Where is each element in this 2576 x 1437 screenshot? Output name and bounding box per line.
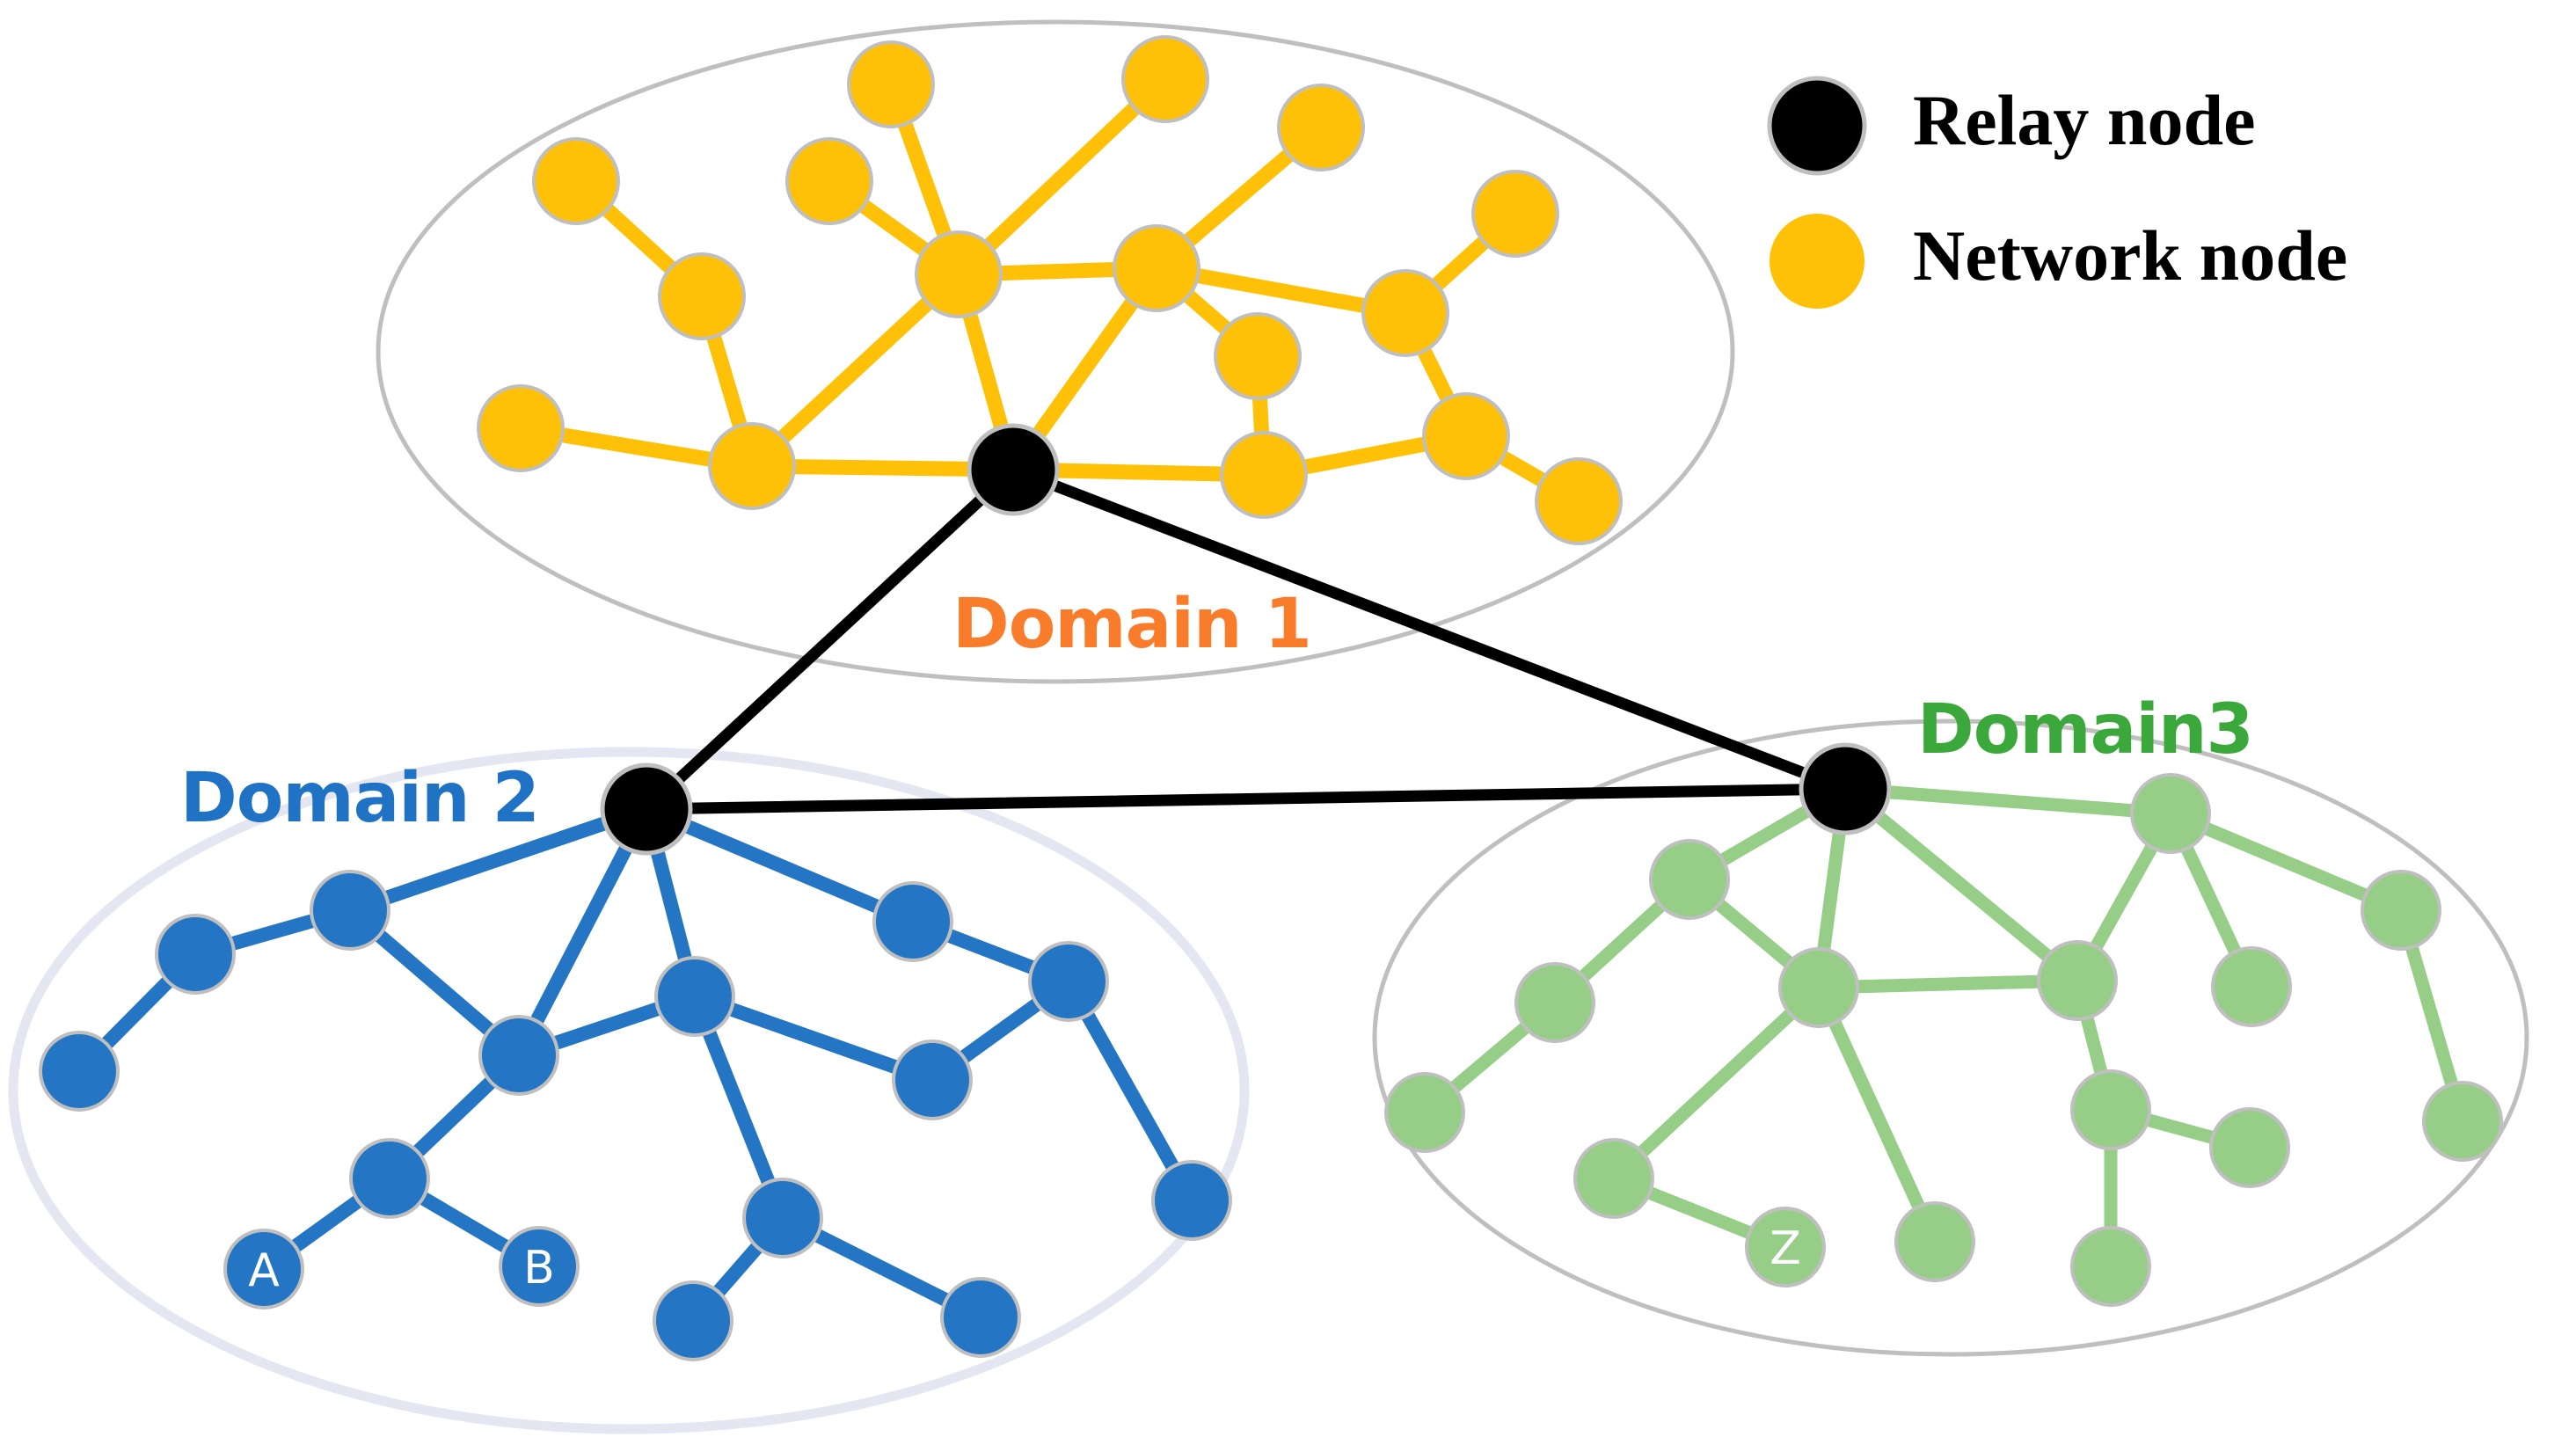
relay-nodes [600, 423, 1892, 856]
network-node-domain2-b10[interactable] [349, 1138, 430, 1219]
network-node-domain3-g10[interactable] [2422, 1081, 2503, 1162]
network-node-domain2-b7[interactable] [478, 1015, 559, 1096]
edge-b1-R2 [343, 802, 653, 917]
network-node-domain2-b9[interactable] [1151, 1160, 1232, 1241]
network-node-domain1-y3[interactable] [1277, 84, 1365, 171]
network-node-domain2-b12[interactable] [499, 1226, 580, 1307]
edge-R3-g5 [1838, 782, 2084, 988]
network-node-domain2-b14[interactable] [653, 1280, 733, 1361]
network-node-domain1-y14[interactable] [1220, 431, 1308, 519]
network-node-domain1-y7[interactable] [915, 230, 1003, 318]
network-node-domain1-y1[interactable] [847, 40, 935, 128]
network-node-domain3-g6[interactable] [2211, 946, 2292, 1027]
edge-g1-g3 [2164, 806, 2408, 917]
network-node-domain2-b6[interactable] [654, 956, 735, 1037]
edge-R2-b4 [639, 802, 920, 929]
network-node-domain2-b2[interactable] [155, 914, 236, 995]
edge-y7-y2 [951, 71, 1173, 282]
legend-marker-relay-node [1767, 76, 1867, 176]
relay-node-R1[interactable] [967, 423, 1060, 516]
network-node-domain1-y4[interactable] [785, 137, 873, 225]
network-node-domain1-y6[interactable] [658, 252, 746, 340]
network-node-domain1-y13[interactable] [708, 422, 796, 510]
relay-node-R2[interactable] [600, 762, 693, 856]
inter-domain-link-R1-R2[interactable] [640, 463, 1019, 815]
network-node-domain3-g9[interactable] [2070, 1069, 2151, 1150]
inter-domain-link-R2-R3[interactable] [640, 783, 1851, 815]
network-node-domain1-y12[interactable] [477, 384, 565, 472]
network-node-domain3-g13[interactable] [1745, 1207, 1826, 1287]
edge-b6-b8 [688, 989, 939, 1087]
domain-outlines [8, 19, 2529, 1434]
legend-label-relay-node: Relay node [1913, 80, 2256, 160]
network-node-domain2-b15[interactable] [940, 1277, 1021, 1358]
legend-markers [1767, 76, 1867, 309]
network-node-domain1-y11[interactable] [1214, 312, 1302, 400]
network-node-domain1-y8[interactable] [1113, 224, 1200, 312]
nodes-domain1 [477, 35, 1623, 545]
network-node-domain3-g14[interactable] [1894, 1201, 1975, 1282]
network-node-domain3-g5[interactable] [2037, 940, 2118, 1021]
legend-marker-network-node [1770, 214, 1864, 309]
network-node-domain3-g12[interactable] [1573, 1138, 1654, 1219]
network-node-domain1-y16[interactable] [1535, 457, 1623, 545]
network-node-domain2-b13[interactable] [742, 1178, 823, 1258]
edge-y7-y13 [744, 266, 967, 474]
inter-domain-link-R1-R3[interactable] [1007, 463, 1851, 795]
nodes-domain3: Z [1384, 773, 2503, 1307]
relay-node-R3[interactable] [1799, 742, 1892, 835]
inter-domain-links [640, 463, 1851, 815]
network-node-domain1-y9[interactable] [1471, 170, 1559, 258]
domain-label-domain2: Domain 2 [180, 759, 540, 838]
network-node-domain3-g11[interactable] [2209, 1107, 2290, 1188]
network-node-domain3-g8[interactable] [1384, 1072, 1465, 1153]
network-node-domain3-g2[interactable] [1649, 839, 1730, 920]
network-node-domain3-g1[interactable] [2130, 773, 2211, 854]
edge-g4-g14 [1812, 981, 1942, 1249]
network-node-domain2-b11[interactable] [223, 1229, 304, 1309]
domain-boundary-domain1 [376, 19, 1735, 684]
domain-boundary-domain2 [8, 747, 1250, 1434]
network-node-domain3-g4[interactable] [1778, 947, 1859, 1028]
edge-b5-b9 [1062, 974, 1199, 1207]
network-node-domain2-b3[interactable] [39, 1031, 120, 1112]
edge-R3-g1 [1838, 782, 2178, 821]
network-node-domain3-g15[interactable] [2070, 1226, 2151, 1307]
network-node-domain2-b1[interactable] [310, 870, 390, 951]
network-node-domain1-y10[interactable] [1361, 269, 1449, 357]
network-node-domain1-y5[interactable] [532, 137, 620, 225]
network-node-domain2-b8[interactable] [892, 1039, 973, 1120]
network-node-domain1-y15[interactable] [1422, 392, 1510, 480]
network-node-domain1-y2[interactable] [1121, 35, 1209, 123]
domain-label-domain1: Domain 1 [952, 585, 1312, 664]
network-node-domain2-b4[interactable] [872, 881, 953, 962]
legend-label-network-node: Network node [1913, 215, 2348, 295]
edge-R2-b7 [512, 802, 653, 1062]
network-node-domain2-b5[interactable] [1028, 941, 1109, 1022]
edge-g4-g12 [1607, 981, 1826, 1185]
domain-boundary-domain3 [1372, 718, 2529, 1357]
edge-g4-g5 [1812, 974, 2084, 995]
domain-label-domain3: Domain3 [1917, 690, 2254, 770]
network-node-domain3-g3[interactable] [2361, 870, 2441, 951]
network-node-domain3-g7[interactable] [1514, 962, 1595, 1043]
